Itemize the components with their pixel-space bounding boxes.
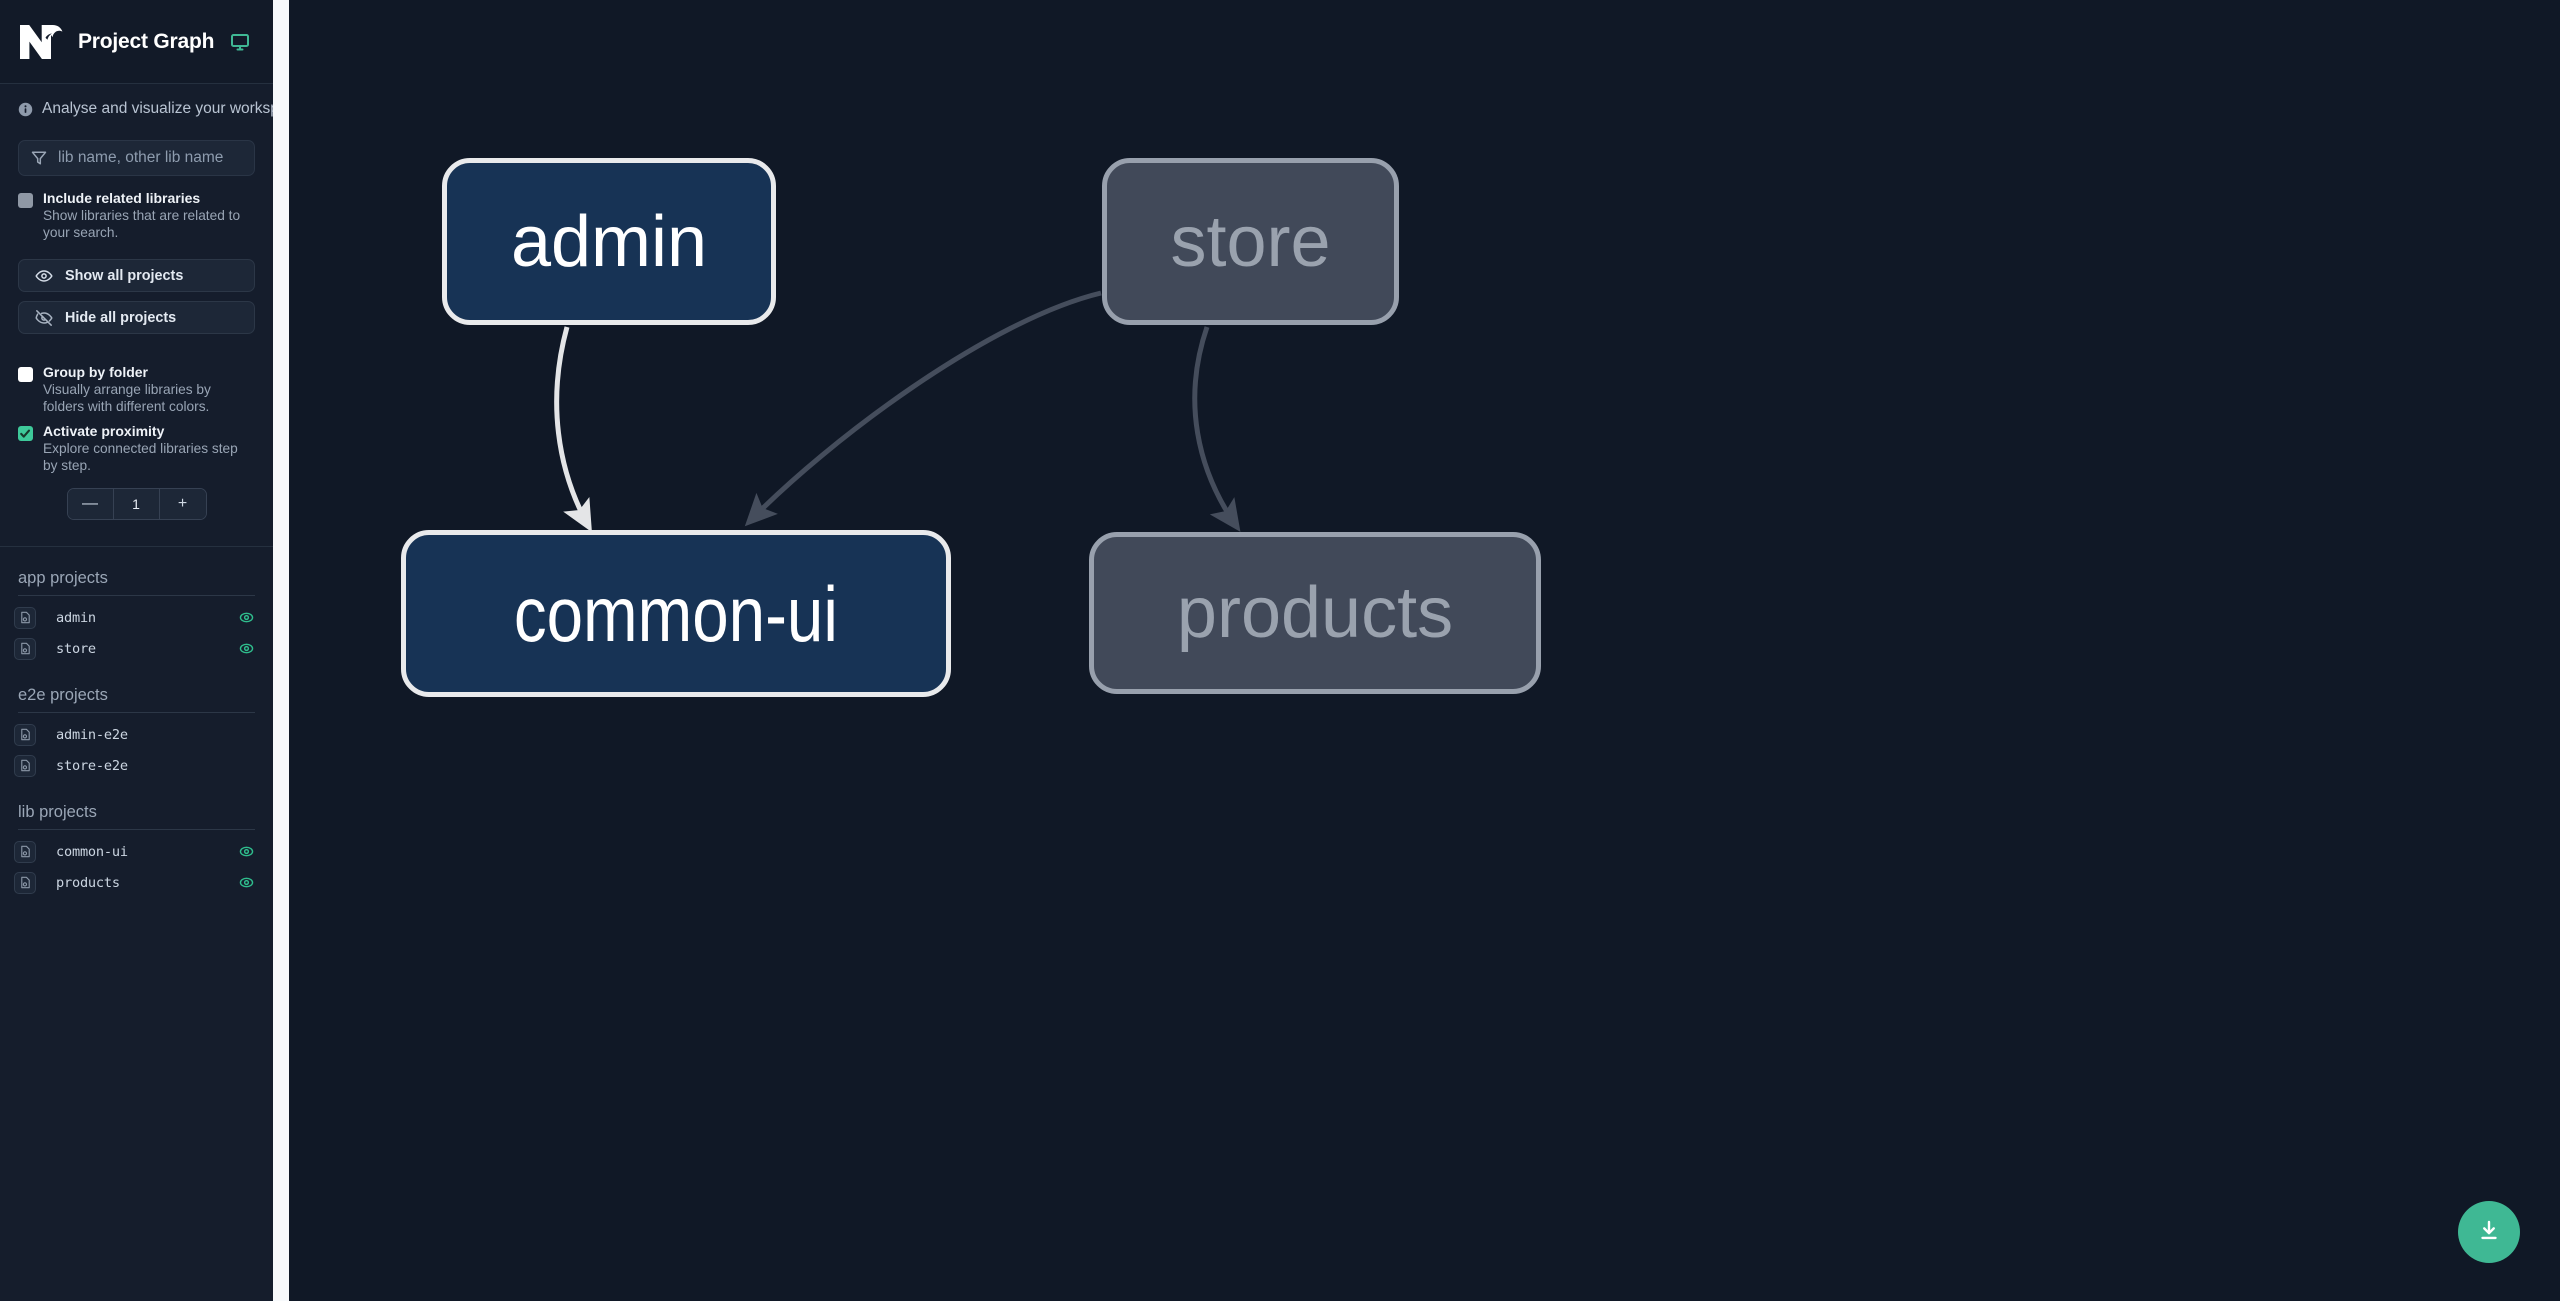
option-label: Include related libraries <box>43 190 201 206</box>
eye-icon <box>35 267 53 285</box>
proximity-stepper: — 1 + <box>0 488 273 520</box>
tagline-text: Analyse and visualize your workspace. <box>42 100 273 117</box>
project-file-icon <box>14 840 36 863</box>
search-field[interactable] <box>18 140 268 176</box>
project-group-rule <box>18 595 255 596</box>
sidebar: Project Graph Analyse and visualize your… <box>0 0 273 1301</box>
option-activate-proximity[interactable]: Activate proximity Explore connected lib… <box>0 415 273 474</box>
proximity-value[interactable]: 1 <box>113 489 160 519</box>
checkbox-include-related-libraries[interactable] <box>18 193 33 208</box>
checkbox-group-by-folder[interactable] <box>18 367 33 382</box>
edge-store-to-products <box>1192 326 1241 532</box>
funnel-icon <box>30 149 48 167</box>
project-row-store-e2e[interactable]: store-e2e <box>14 750 259 781</box>
option-description: Show libraries that are related to your … <box>43 208 241 240</box>
nx-logo-icon <box>18 21 64 63</box>
eye-icon[interactable] <box>238 874 255 891</box>
project-file-icon <box>14 871 36 894</box>
graph-canvas[interactable]: admin store common-ui products <box>289 0 2560 1301</box>
graph-node-label: products <box>1176 573 1454 653</box>
graph-node-admin[interactable]: admin <box>442 158 776 325</box>
checkbox-activate-proximity[interactable] <box>18 426 33 441</box>
page-title: Project Graph <box>78 29 215 53</box>
project-name: admin <box>56 609 96 626</box>
hide-all-projects-button[interactable]: Hide all projects <box>18 301 255 334</box>
option-group-by-folder[interactable]: Group by folder Visually arrange librari… <box>0 350 273 415</box>
show-all-projects-label: Show all projects <box>65 267 184 284</box>
option-label: Activate proximity <box>43 423 165 439</box>
project-file-icon <box>14 637 36 660</box>
download-icon <box>2476 1218 2502 1247</box>
project-file-icon <box>14 754 36 777</box>
option-description: Explore connected libraries step by step… <box>43 441 238 473</box>
info-icon <box>18 102 33 117</box>
monitor-icon[interactable] <box>230 32 250 52</box>
proximity-increment-button[interactable]: + <box>159 489 206 519</box>
project-file-icon <box>14 606 36 629</box>
project-group-title: app projects <box>18 569 108 587</box>
project-row-admin-e2e[interactable]: admin-e2e <box>14 719 259 750</box>
option-label: Group by folder <box>43 364 148 380</box>
project-name: admin-e2e <box>56 726 128 743</box>
graph-edges <box>554 290 1241 533</box>
graph-node-products[interactable]: products <box>1089 532 1541 694</box>
graph-node-label: store <box>1170 201 1331 282</box>
search-input[interactable] <box>58 149 268 167</box>
project-group-title: e2e projects <box>18 686 108 704</box>
show-all-projects-button[interactable]: Show all projects <box>18 259 255 292</box>
project-group-lib: lib projects common-ui <box>0 803 273 898</box>
edge-store-to-common-ui <box>744 290 1102 527</box>
eye-icon[interactable] <box>238 609 255 626</box>
edge-admin-to-common-ui <box>554 326 592 533</box>
project-group-rule <box>18 829 255 830</box>
tagline: Analyse and visualize your workspace. <box>0 84 273 118</box>
graph-node-label: common-ui <box>513 569 839 658</box>
hide-all-projects-label: Hide all projects <box>65 309 177 326</box>
graph-node-label: admin <box>510 201 708 282</box>
project-name: store <box>56 640 96 657</box>
project-row-admin[interactable]: admin <box>14 602 259 633</box>
sidebar-resize-handle[interactable] <box>273 0 289 1301</box>
sidebar-header: Project Graph <box>0 0 273 84</box>
proximity-decrement-button[interactable]: — <box>67 489 114 519</box>
sidebar-divider <box>0 546 273 547</box>
graph-node-common-ui[interactable]: common-ui <box>401 530 951 697</box>
project-row-store[interactable]: store <box>14 633 259 664</box>
download-image-button[interactable] <box>2458 1201 2520 1263</box>
project-group-rule <box>18 712 255 713</box>
project-name: common-ui <box>56 843 128 860</box>
option-include-related-libraries[interactable]: Include related libraries Show libraries… <box>0 176 273 241</box>
project-group-e2e: e2e projects admin-e2e <box>0 686 273 781</box>
option-description: Visually arrange libraries by folders wi… <box>43 382 211 414</box>
project-name: products <box>56 874 120 891</box>
project-row-common-ui[interactable]: common-ui <box>14 836 259 867</box>
project-row-products[interactable]: products <box>14 867 259 898</box>
project-file-icon <box>14 723 36 746</box>
eye-icon[interactable] <box>238 843 255 860</box>
graph-node-store[interactable]: store <box>1102 158 1399 325</box>
project-name: store-e2e <box>56 757 128 774</box>
project-group-app: app projects admin <box>0 569 273 664</box>
project-group-title: lib projects <box>18 803 97 821</box>
eye-icon[interactable] <box>238 640 255 657</box>
eye-off-icon <box>35 309 53 327</box>
